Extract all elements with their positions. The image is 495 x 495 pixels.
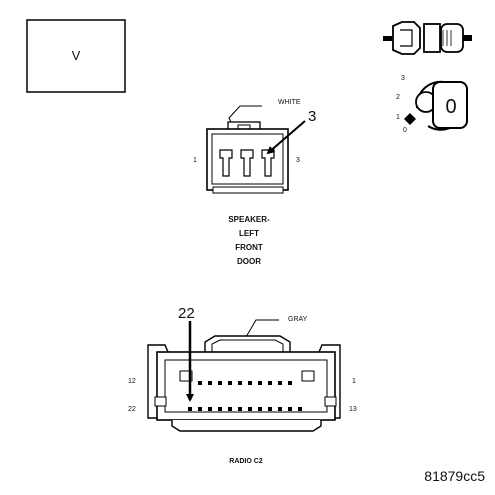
svg-text:FRONT: FRONT xyxy=(235,243,263,252)
key-position-2: 2 xyxy=(396,94,400,101)
radio-connector: GRAY xyxy=(128,305,357,465)
speaker-cavities xyxy=(219,149,275,177)
radio-callout-pin: 22 xyxy=(178,305,195,322)
key-icon xyxy=(383,21,472,55)
ignition-switch-icon: 0 3 2 1 0 xyxy=(396,75,468,134)
key-position-1: 1 xyxy=(396,114,400,121)
svg-text:DOOR: DOOR xyxy=(237,257,261,266)
speaker-pin-3-label: 3 xyxy=(296,157,300,164)
key-position-0: 0 xyxy=(403,127,407,134)
radio-connector-name: RADIO C2 xyxy=(229,458,263,465)
radio-pin-1-label: 1 xyxy=(352,378,356,385)
view-indicator-box: V xyxy=(26,19,126,93)
svg-text:SPEAKER-: SPEAKER- xyxy=(228,215,270,224)
radio-pin-22-label: 22 xyxy=(128,406,136,413)
svg-text:LEFT: LEFT xyxy=(239,229,259,238)
speaker-color-label: WHITE xyxy=(278,99,301,106)
key-position-3: 3 xyxy=(401,75,405,82)
speaker-callout-pin: 3 xyxy=(308,108,316,125)
view-letter: V xyxy=(72,48,81,63)
speaker-connector: WHITE 1 3 3 SPEAKER- LEFT FRONT DOOR xyxy=(193,99,316,266)
radio-bottom-pin-row xyxy=(188,407,302,411)
radio-pin-12-label: 12 xyxy=(128,378,136,385)
figure-id: 81879cc5 xyxy=(424,468,485,484)
radio-color-label: GRAY xyxy=(288,316,308,323)
speaker-connector-name: SPEAKER- LEFT FRONT DOOR xyxy=(228,215,270,266)
radio-top-pin-row xyxy=(198,381,292,385)
key-current-position: 0 xyxy=(445,96,456,118)
speaker-pin-1-label: 1 xyxy=(193,157,197,164)
radio-pin-13-label: 13 xyxy=(349,406,357,413)
